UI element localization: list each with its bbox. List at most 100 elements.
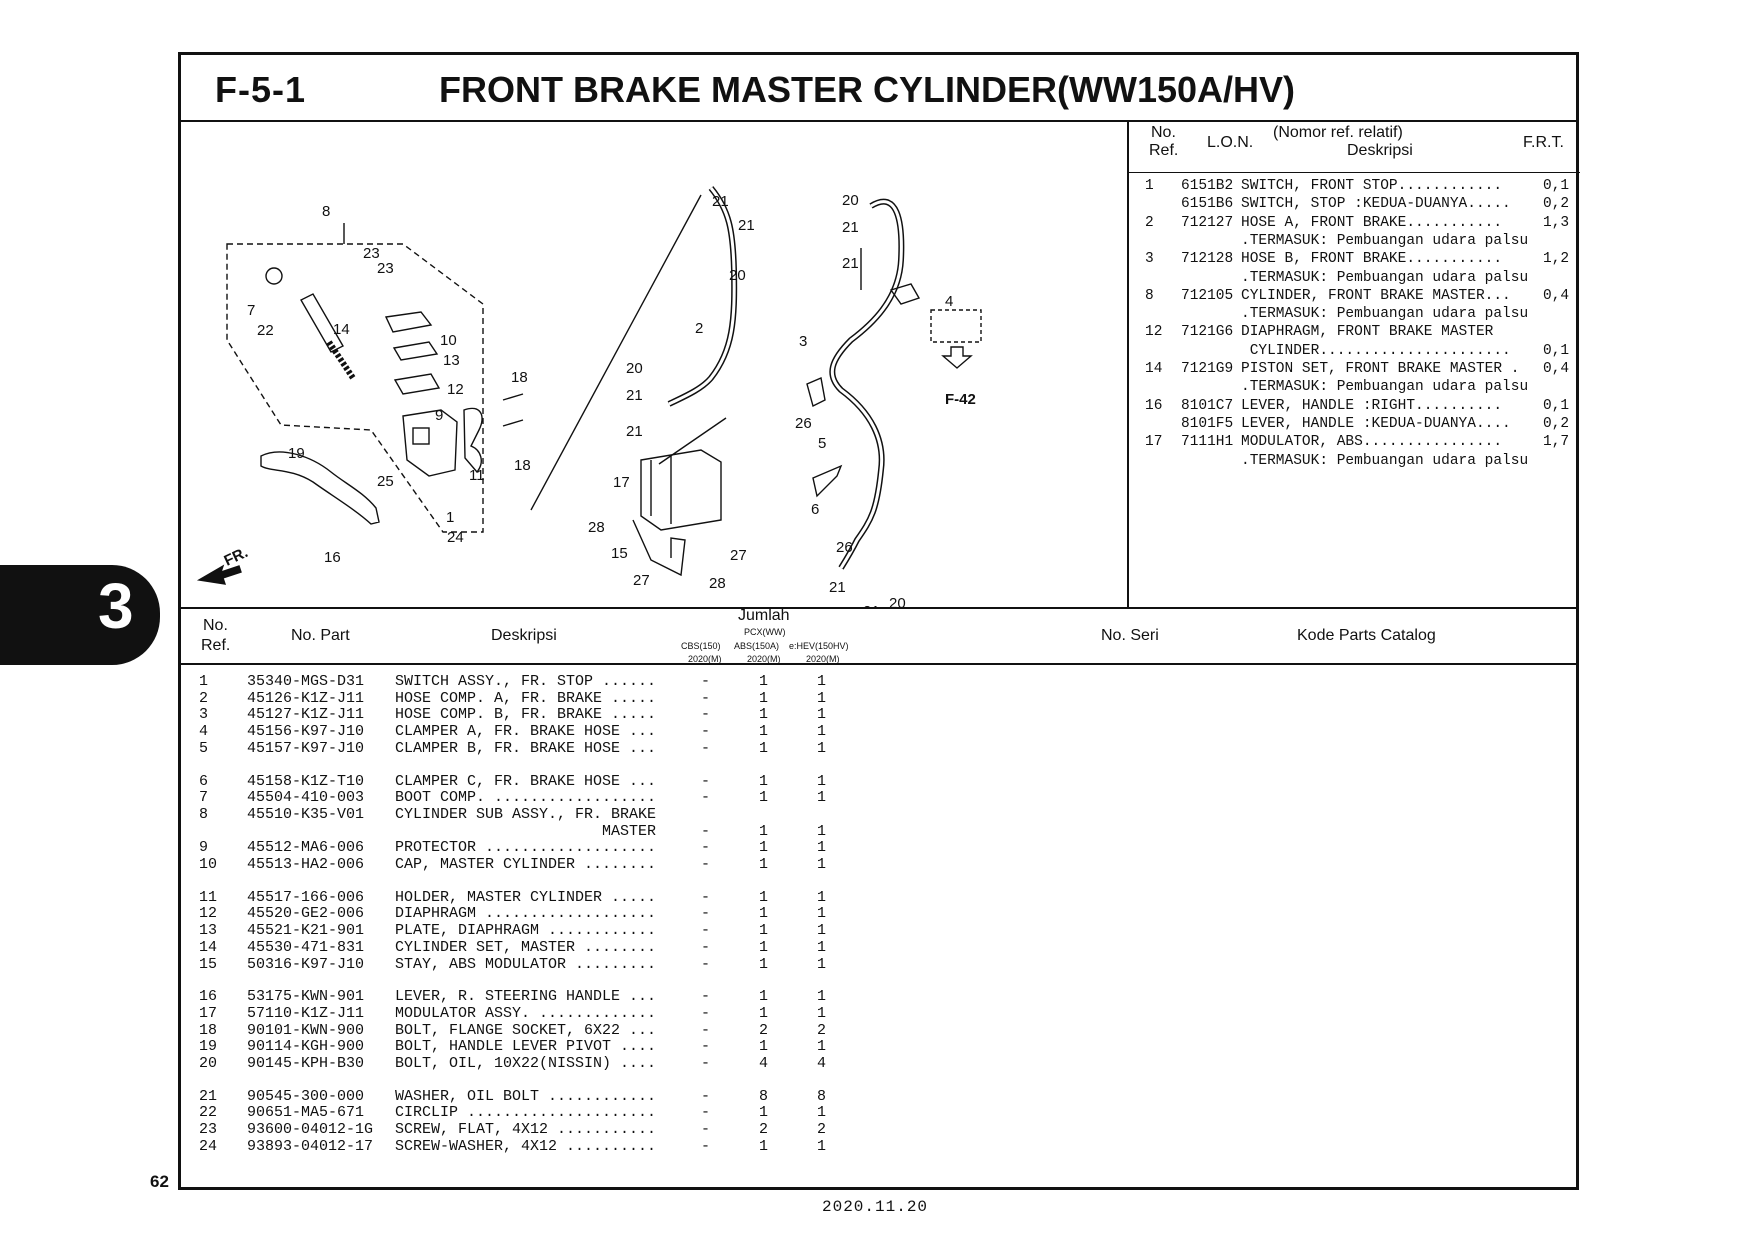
hose-a-shape	[667, 186, 738, 407]
lon-lon: 712128	[1181, 251, 1234, 268]
part: 45530-471-831	[247, 938, 365, 956]
part: 45510-K35-V01	[247, 805, 365, 823]
svg-text:28: 28	[709, 575, 726, 592]
qty-hev: 1	[817, 789, 827, 807]
desc: CYLINDER SET, MASTER ........	[395, 938, 657, 956]
svg-text:19: 19	[288, 445, 305, 462]
qty-hev: 8	[817, 1087, 827, 1105]
qty-abs: 1	[759, 1137, 769, 1155]
lon-lon: 8101F5	[1181, 415, 1234, 432]
qty-hev: 2	[817, 1121, 827, 1139]
lon-desc: CYLINDER, FRONT BRAKE MASTER...	[1241, 287, 1511, 304]
qty-abs: 2	[759, 1021, 769, 1039]
part: 45517-166-006	[247, 888, 365, 906]
qty-hev: 1	[817, 1104, 827, 1122]
svg-text:17: 17	[613, 474, 630, 491]
ref: 7	[199, 789, 209, 807]
ref: 2	[199, 689, 209, 707]
qty-abs: 1	[759, 772, 769, 790]
lon-frt: 1,7	[1543, 434, 1570, 451]
qty-hev: 1	[817, 822, 827, 840]
lon-row: .TERMASUK: Pembuangan udara palsu	[1127, 270, 1580, 288]
qty-abs: 4	[759, 1055, 769, 1072]
lon-desc: HOSE A, FRONT BRAKE...........	[1241, 214, 1503, 231]
svg-text:6: 6	[811, 501, 819, 518]
qty-abs: 1	[759, 839, 769, 857]
part: 90101-KWN-900	[247, 1021, 365, 1039]
svg-text:27: 27	[633, 572, 650, 589]
lon-no: 2	[1145, 214, 1154, 231]
qty-cbs: -	[701, 822, 711, 840]
qty-cbs: -	[701, 1021, 711, 1039]
svg-text:21: 21	[626, 423, 643, 440]
qty-cbs: -	[701, 673, 711, 690]
lon-desc: .TERMASUK: Pembuangan udara palsu	[1241, 452, 1529, 469]
lon-frt: 0,4	[1543, 287, 1570, 304]
svg-text:20: 20	[842, 192, 859, 209]
desc: SCREW, FLAT, 4X12 ...........	[395, 1121, 657, 1139]
desc: WASHER, OIL BOLT ............	[395, 1087, 657, 1105]
qty-hev: 1	[817, 1004, 827, 1022]
desc: CLAMPER B, FR. BRAKE HOSE ...	[395, 739, 657, 757]
lon-no: 1	[1145, 178, 1154, 194]
ref: 21	[199, 1087, 218, 1105]
col-catalog: Kode Parts Catalog	[1297, 627, 1436, 644]
col-desc: Deskripsi	[1347, 142, 1413, 159]
lon-row: .TERMASUK: Pembuangan udara palsu	[1127, 233, 1580, 251]
ref: 15	[199, 955, 218, 973]
qty-hev: 1	[817, 955, 827, 973]
desc: CAP, MASTER CYLINDER ........	[395, 856, 657, 873]
col-ref: Ref.	[201, 637, 231, 654]
qty-cbs: -	[701, 1137, 711, 1155]
col-cbs: CBS(150)	[681, 641, 721, 651]
svg-text:7: 7	[247, 302, 255, 319]
print-date: 2020.11.20	[822, 1198, 929, 1216]
section-code: F-5-1	[215, 69, 307, 110]
qty-cbs: -	[701, 689, 711, 707]
lon-desc: DIAPHRAGM, FRONT BRAKE MASTER	[1241, 324, 1494, 341]
svg-text:18: 18	[511, 369, 528, 386]
lon-lon: 6151B6	[1181, 196, 1234, 213]
ref: 23	[199, 1121, 218, 1139]
lon-no: 17	[1145, 434, 1163, 451]
ref: 5	[199, 739, 209, 757]
qty-hev: 2	[817, 1021, 827, 1039]
svg-text:21: 21	[738, 217, 755, 234]
qty-cbs: -	[701, 1104, 711, 1122]
qty-abs: 1	[759, 922, 769, 940]
ref-f18-1: F-18-1	[776, 604, 820, 607]
svg-text:20: 20	[889, 595, 906, 607]
lon-row: .TERMASUK: Pembuangan udara palsu	[1127, 306, 1580, 324]
qty-abs: 1	[759, 955, 769, 973]
svg-text:10: 10	[440, 332, 457, 349]
lon-desc: .TERMASUK: Pembuangan udara palsu	[1241, 269, 1529, 286]
part: 90651-MA5-671	[247, 1104, 365, 1122]
lon-desc: PISTON SET, FRONT BRAKE MASTER .	[1241, 361, 1520, 377]
desc: HOSE COMP. A, FR. BRAKE .....	[395, 689, 657, 707]
col-lon: L.O.N.	[1207, 134, 1254, 151]
desc: DIAPHRAGM ...................	[395, 905, 657, 923]
svg-text:22: 22	[257, 322, 274, 339]
lon-desc: SWITCH, FRONT STOP............	[1241, 178, 1503, 194]
part: 45521-K21-901	[247, 922, 365, 940]
lon-desc: .TERMASUK: Pembuangan udara palsu	[1241, 379, 1529, 396]
qty-cbs: -	[701, 988, 711, 1006]
svg-text:26: 26	[795, 415, 812, 432]
qty-cbs: -	[701, 789, 711, 807]
qty-hev: 1	[817, 888, 827, 906]
lon-lon: 7121G6	[1181, 324, 1234, 341]
part: 90114-KGH-900	[247, 1038, 365, 1056]
desc: LEVER, R. STEERING HANDLE ...	[395, 988, 657, 1006]
qty-cbs: -	[701, 1038, 711, 1056]
